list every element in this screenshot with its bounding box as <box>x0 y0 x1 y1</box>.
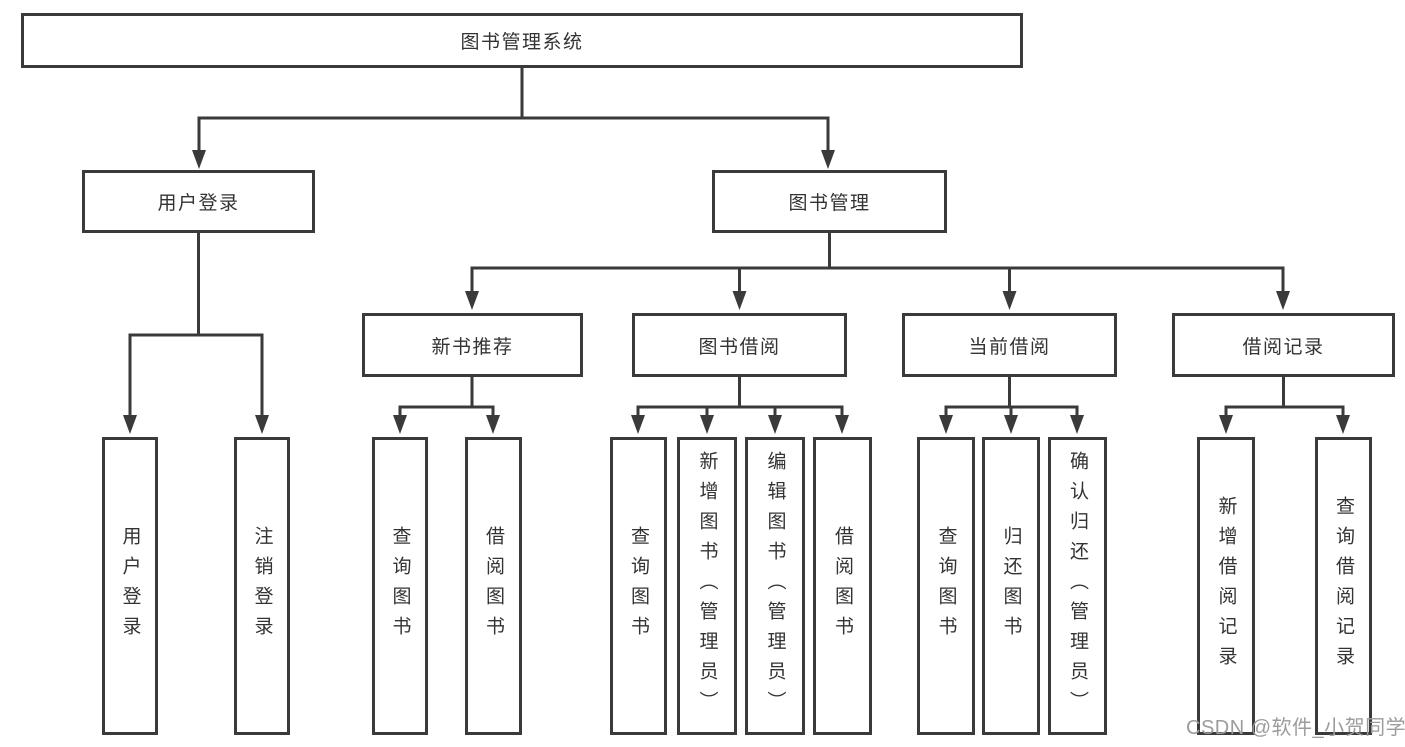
node-new-book-recommend-label: 新书推荐 <box>431 336 514 358</box>
leaf-cb-query-books: 查询图书 <box>917 437 975 735</box>
leaf-bb-query-books: 查询图书 <box>610 437 667 735</box>
leaf-nbr-borrow-books-label: 借阅图书 <box>483 526 504 646</box>
leaf-user-login-label: 用户登录 <box>119 526 141 646</box>
leaf-nbr-query-books: 查询图书 <box>372 437 428 735</box>
node-book-borrow: 图书借阅 <box>632 313 847 377</box>
leaf-cb-confirm-return-admin: 确认归还（管理员） <box>1048 437 1107 735</box>
node-book-management: 图书管理 <box>712 170 947 233</box>
leaf-cb-confirm-return-admin-label: 确认归还（管理员） <box>1067 451 1088 721</box>
leaf-cb-query-books-label: 查询图书 <box>935 526 957 646</box>
leaf-br-query-record: 查询借阅记录 <box>1315 437 1372 735</box>
leaf-logout-label: 注销登录 <box>251 526 273 646</box>
leaf-cb-return-books: 归还图书 <box>982 437 1040 735</box>
node-borrow-records-label: 借阅记录 <box>1242 336 1325 358</box>
leaf-br-query-record-label: 查询借阅记录 <box>1333 496 1354 676</box>
node-user-login: 用户登录 <box>82 170 315 233</box>
leaf-nbr-borrow-books: 借阅图书 <box>465 437 522 735</box>
leaf-bb-add-books-admin: 新增图书（管理员） <box>677 437 737 735</box>
leaf-logout: 注销登录 <box>234 437 290 735</box>
node-root: 图书管理系统 <box>21 13 1023 68</box>
node-root-label: 图书管理系统 <box>460 32 584 53</box>
node-user-login-label: 用户登录 <box>157 193 240 214</box>
leaf-br-add-record-label: 新增借阅记录 <box>1215 496 1237 676</box>
node-new-book-recommend: 新书推荐 <box>362 313 583 377</box>
leaf-bb-edit-books-admin: 编辑图书（管理员） <box>745 437 805 735</box>
node-current-borrow: 当前借阅 <box>902 313 1117 377</box>
node-book-management-label: 图书管理 <box>788 193 871 214</box>
csdn-watermark: CSDN @软件_小贺同学 <box>1186 717 1405 739</box>
leaf-bb-edit-books-admin-label: 编辑图书（管理员） <box>764 451 786 721</box>
leaf-cb-return-books-label: 归还图书 <box>1000 526 1022 646</box>
leaf-bb-add-books-admin-label: 新增图书（管理员） <box>696 451 718 721</box>
leaf-user-login: 用户登录 <box>102 437 158 735</box>
leaf-bb-borrow-books-label: 借阅图书 <box>832 526 853 646</box>
node-book-borrow-label: 图书借阅 <box>698 336 781 358</box>
leaf-bb-query-books-label: 查询图书 <box>628 526 649 646</box>
leaf-nbr-query-books-label: 查询图书 <box>389 526 411 646</box>
node-borrow-records: 借阅记录 <box>1172 313 1395 377</box>
leaf-br-add-record: 新增借阅记录 <box>1197 437 1255 735</box>
leaf-bb-borrow-books: 借阅图书 <box>813 437 872 735</box>
node-current-borrow-label: 当前借阅 <box>968 336 1051 358</box>
